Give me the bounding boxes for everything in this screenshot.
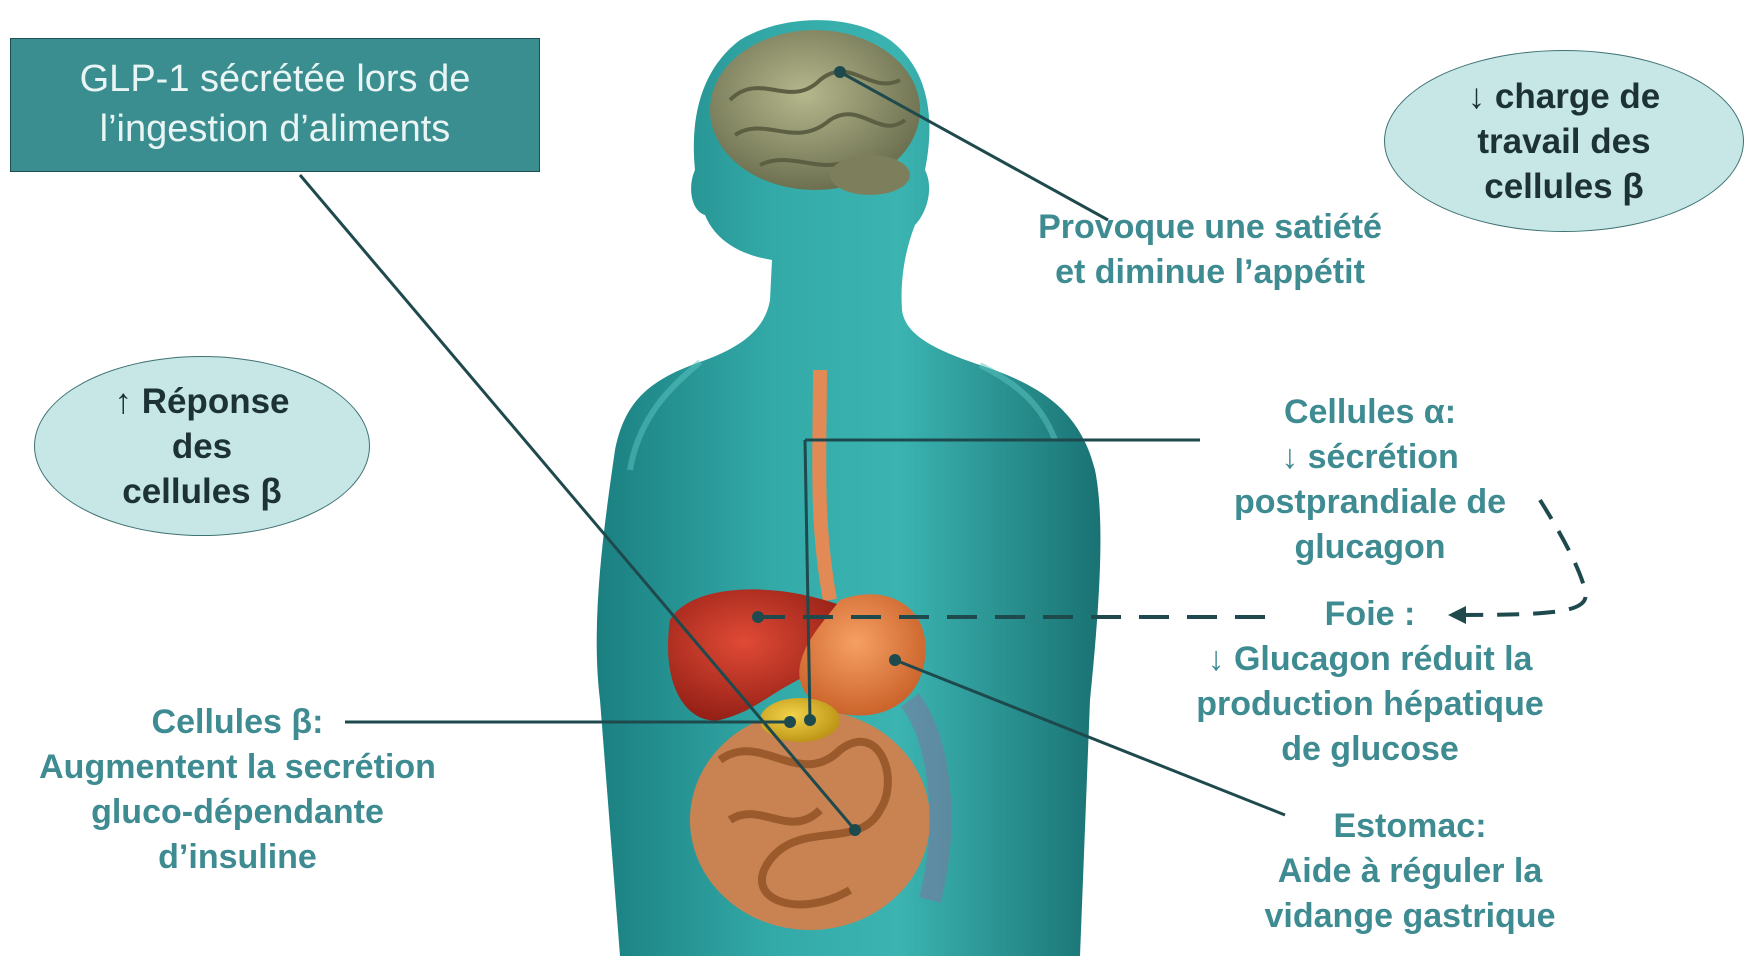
workload-text: ↓ charge de travail des cellules β [1468, 74, 1661, 209]
brain-label: Provoque une satiété et diminue l’appéti… [990, 205, 1430, 295]
glp1-title-box: GLP-1 sécrétée lors de l’ingestion d’ali… [10, 38, 540, 172]
glp1-title-text: GLP-1 sécrétée lors de l’ingestion d’ali… [11, 54, 539, 154]
pancreas-icon [760, 698, 840, 742]
response-ellipse: ↑ Réponse des cellules β [34, 356, 370, 536]
stomach-label: Estomac: Aide à réguler la vidange gastr… [1220, 804, 1600, 939]
workload-ellipse: ↓ charge de travail des cellules β [1384, 50, 1744, 232]
beta-cells-label: Cellules β: Augmentent la secrétion gluc… [0, 700, 475, 880]
response-text: ↑ Réponse des cellules β [114, 379, 289, 514]
alpha-cells-label: Cellules α: ↓ sécrétion postprandiale de… [1180, 390, 1560, 570]
liver-label: Foie : ↓ Glucagon réduit la production h… [1160, 592, 1580, 772]
